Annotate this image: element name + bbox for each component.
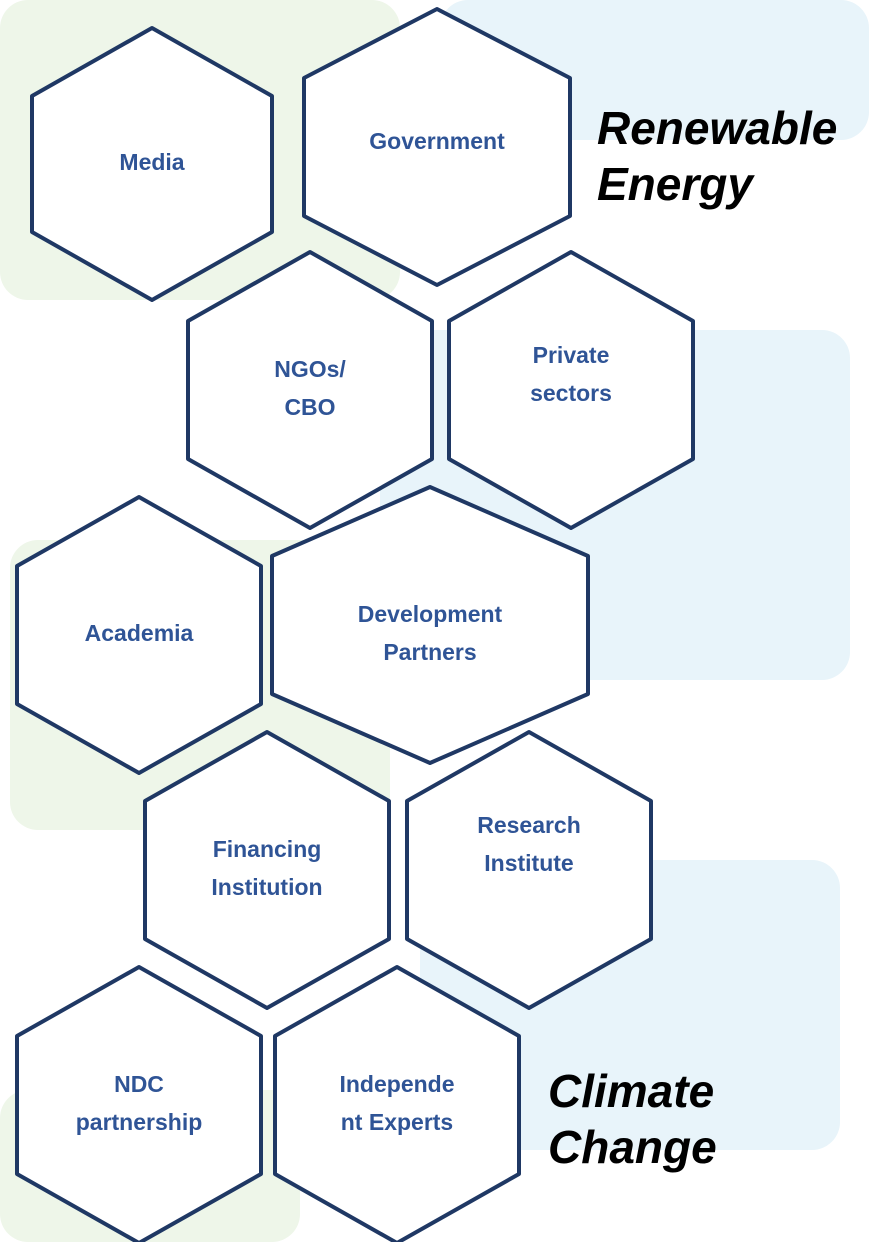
hexagon-label-research-line-1: Research	[477, 812, 581, 838]
hexagon-label-ngos-line-1: NGOs/	[274, 356, 346, 382]
hexagon-shape	[273, 965, 521, 1242]
hexagon-academia: Academia	[15, 495, 263, 775]
hexagon-label-research-line-2: Institute	[484, 850, 573, 876]
hexagon-label-financing-line-1: Financing	[213, 836, 322, 862]
hexagon-label-ndc-line-2: partnership	[76, 1109, 203, 1135]
climate-change-line-2: Change	[548, 1121, 717, 1173]
hexagon-media: Media	[30, 26, 274, 302]
hexagon-label-development-line-1: Development	[358, 601, 503, 627]
hexagon-label-ngos-line-2: CBO	[284, 394, 335, 420]
hexagon-shape	[302, 7, 572, 287]
hexagon-shape	[143, 730, 391, 1010]
renewable-energy-line-1: Renewable	[597, 102, 838, 154]
hexagon-label-independent-line-1: Independe	[339, 1071, 454, 1097]
hexagon-label-private-line-1: Private	[533, 342, 610, 368]
climate-change-label: Climate Change	[548, 1063, 717, 1175]
hexagon-shape	[30, 26, 274, 302]
hexagon-ngos: NGOs/CBO	[186, 250, 434, 530]
hexagon-private: Private sectors	[447, 250, 695, 530]
hexagon-ndc: NDC partnership	[15, 965, 263, 1242]
hexagon-label-ndc-line-1: NDC	[114, 1071, 164, 1097]
renewable-energy-line-2: Energy	[597, 158, 753, 210]
climate-change-line-1: Climate	[548, 1065, 715, 1117]
hexagon-label-private-line-2: sectors	[530, 380, 612, 406]
renewable-energy-label: Renewable Energy	[597, 100, 837, 212]
hexagon-shape	[186, 250, 434, 530]
hexagon-shape	[15, 495, 263, 775]
hexagon-government: Government	[302, 7, 572, 287]
hexagon-label-financing-line-2: Institution	[211, 874, 322, 900]
hexagon-shape	[270, 485, 590, 765]
hexagon-label-development-line-2: Partners	[383, 639, 476, 665]
hexagon-label-government-line-1: Government	[369, 128, 505, 154]
hexagon-shape	[15, 965, 263, 1242]
hexagon-shape	[405, 730, 653, 1010]
hexagon-shape	[447, 250, 695, 530]
hexagon-independent: Independe nt Experts	[273, 965, 521, 1242]
hexagon-label-independent-line-2: nt Experts	[341, 1109, 453, 1135]
hexagon-label-media-line-1: Media	[119, 149, 184, 175]
hexagon-label-academia-line-1: Academia	[85, 620, 194, 646]
